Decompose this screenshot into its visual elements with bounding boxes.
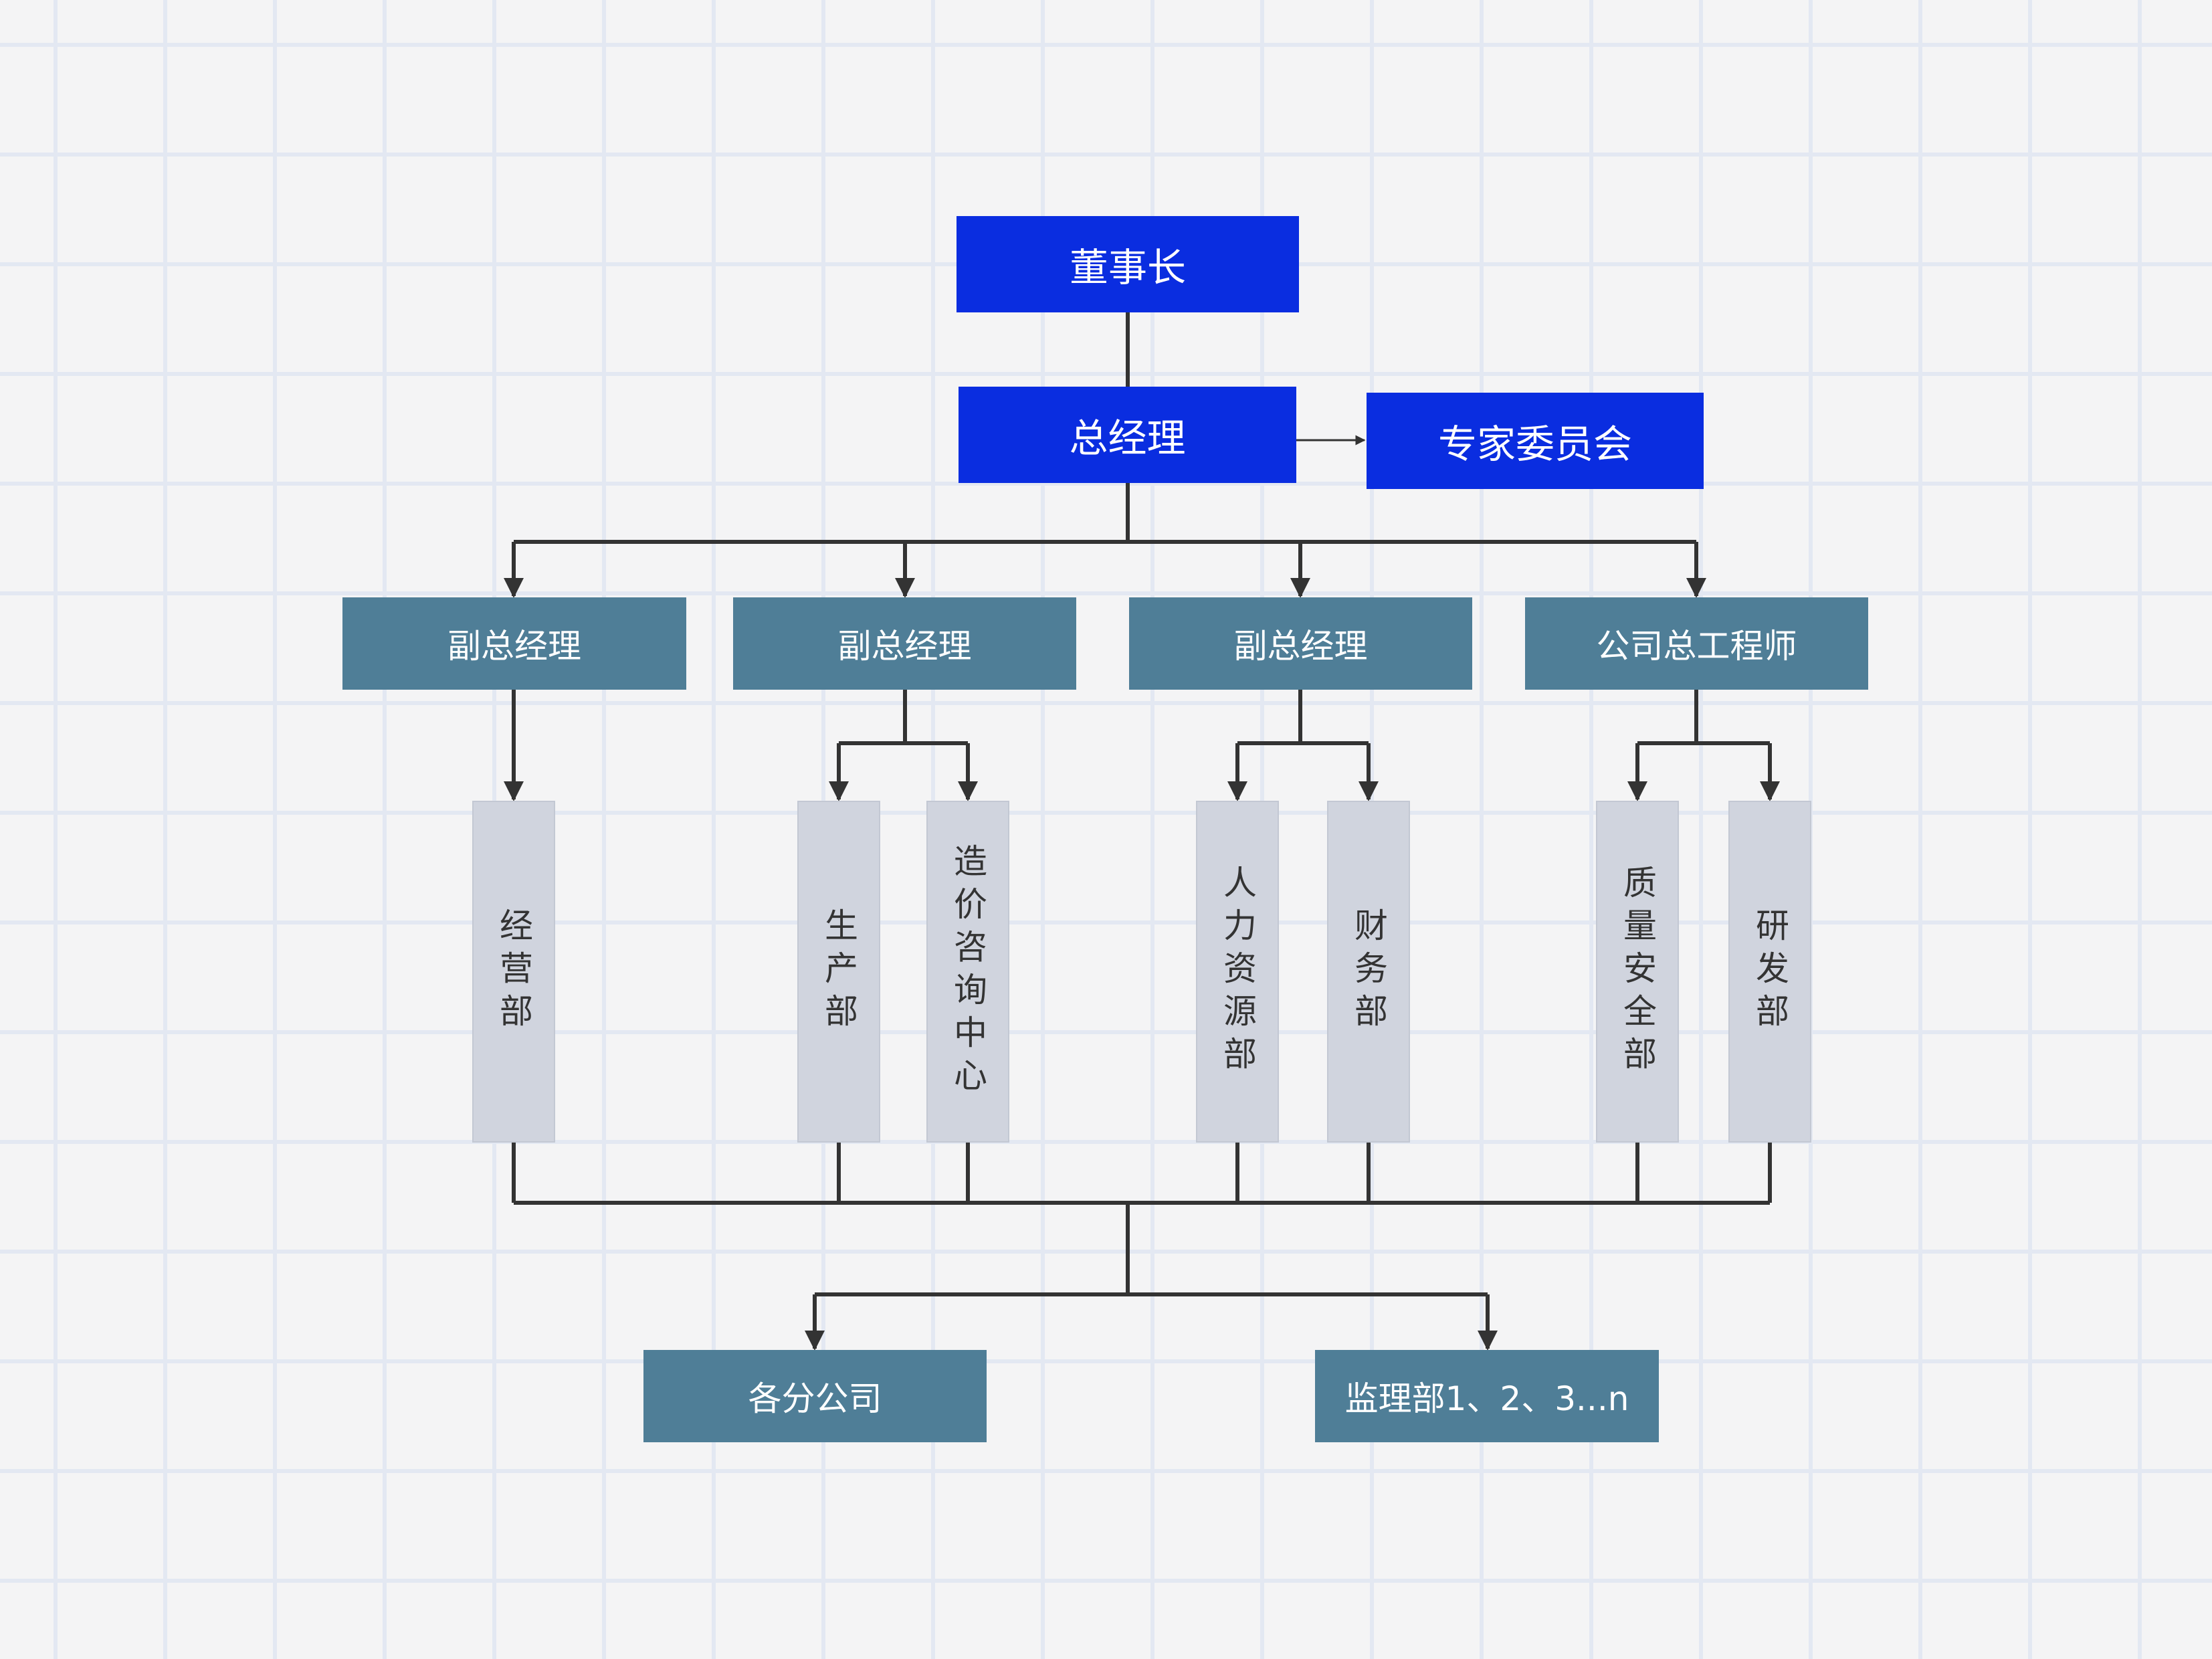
node-branches: 各分公司 bbox=[643, 1350, 987, 1442]
node-dept-business-label: 经营部 bbox=[494, 907, 533, 1036]
node-dept-production: 生产部 bbox=[797, 801, 880, 1143]
node-dept-production-label: 生产部 bbox=[819, 907, 858, 1036]
node-dept-hr-label: 人力资源部 bbox=[1218, 864, 1257, 1079]
node-chief-engineer: 公司总工程师 bbox=[1525, 597, 1868, 690]
node-branches-label: 各分公司 bbox=[748, 1379, 882, 1418]
connector-dept-drops bbox=[512, 1143, 1772, 1203]
node-dept-cost-consulting: 造价咨询中心 bbox=[926, 801, 1009, 1143]
node-dept-hr: 人力资源部 bbox=[1196, 801, 1279, 1143]
node-chairman: 董事长 bbox=[957, 216, 1299, 312]
node-expert-committee: 专家委员会 bbox=[1367, 393, 1704, 489]
connector-m4-split bbox=[1637, 690, 1770, 745]
node-supervision-label: 监理部1、2、3...n bbox=[1344, 1379, 1629, 1418]
node-dept-finance: 财务部 bbox=[1327, 801, 1410, 1143]
node-general-manager-label: 总经理 bbox=[1069, 415, 1186, 461]
node-chairman-label: 董事长 bbox=[1069, 245, 1186, 290]
connector-m3-split bbox=[1237, 690, 1369, 745]
node-deputy-gm-1-label: 副总经理 bbox=[447, 627, 581, 666]
node-dept-rnd: 研发部 bbox=[1728, 801, 1811, 1143]
node-deputy-gm-3: 副总经理 bbox=[1129, 597, 1472, 690]
node-deputy-gm-2-label: 副总经理 bbox=[837, 627, 972, 666]
node-expert-committee-label: 专家委员会 bbox=[1437, 421, 1632, 467]
connector-m2-split bbox=[839, 690, 968, 745]
node-dept-finance-label: 财务部 bbox=[1349, 907, 1388, 1036]
node-dept-business: 经营部 bbox=[472, 801, 555, 1143]
node-dept-rnd-label: 研发部 bbox=[1750, 907, 1789, 1036]
node-deputy-gm-3-label: 副总经理 bbox=[1233, 627, 1368, 666]
node-dept-quality-safety: 质量安全部 bbox=[1596, 801, 1679, 1143]
node-general-manager: 总经理 bbox=[959, 387, 1296, 483]
node-dept-quality-safety-label: 质量安全部 bbox=[1618, 864, 1657, 1079]
node-chief-engineer-label: 公司总工程师 bbox=[1596, 627, 1797, 666]
node-deputy-gm-2: 副总经理 bbox=[733, 597, 1076, 690]
node-supervision: 监理部1、2、3...n bbox=[1315, 1350, 1659, 1442]
node-deputy-gm-1: 副总经理 bbox=[342, 597, 686, 690]
node-dept-cost-consulting-label: 造价咨询中心 bbox=[948, 843, 987, 1100]
